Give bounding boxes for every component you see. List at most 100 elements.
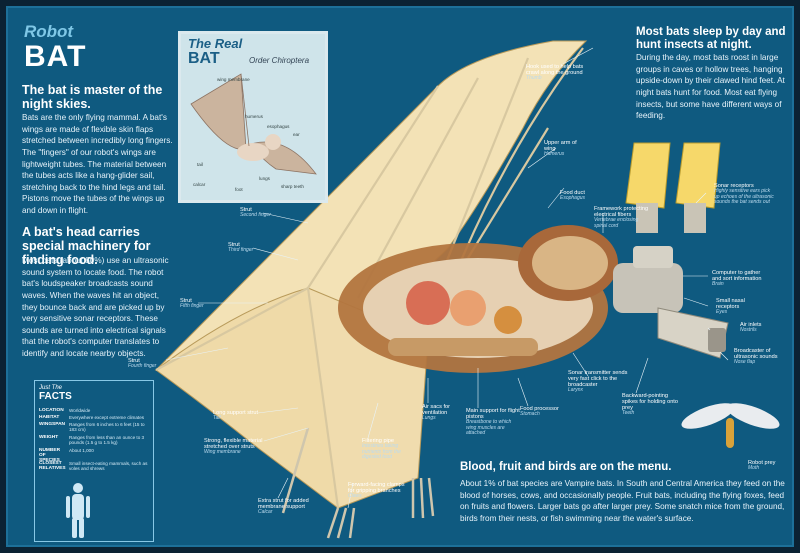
poster-panel: Robot BAT The Real BAT Order Chiroptera … — [6, 6, 794, 547]
inset-label-lungs: lungs — [259, 176, 270, 181]
label-teeth: Backward-pointing spikes for holding ont… — [622, 393, 682, 417]
inset-label-humerus: humerus — [245, 114, 263, 119]
label-claws-sub: Claws — [348, 493, 362, 500]
facts-val-weight: Ranges from less than an ounce to 3 poun… — [69, 435, 145, 446]
robot-body — [338, 225, 618, 373]
label-claws-text: Forward-facing clamps for gripping branc… — [348, 482, 405, 495]
label-fourth-finger-sub: Fourth finger — [128, 363, 157, 370]
label-tail-strut-text: Long support strut — [213, 410, 259, 416]
facts-key-species: NUMBER OF SPECIES — [39, 448, 61, 463]
label-wing-membrane-sub: Wing membrane — [204, 449, 241, 456]
inset-label-tail: tail — [197, 162, 203, 167]
label-esophagus-text: Food duct — [560, 190, 585, 196]
real-bat-inset: The Real BAT Order Chiroptera wing membr… — [178, 31, 328, 203]
label-intestines-sub: Intestines taking nutrients from the dig… — [362, 443, 401, 461]
label-esophagus-sub: Esophagus — [560, 195, 586, 202]
inset-label-calcar: calcar — [193, 182, 206, 187]
label-breastbone-text: Main support for flight pistons — [466, 408, 520, 421]
label-ears-sub: Highly sensitive ears pick up echoes of … — [714, 188, 774, 206]
label-third-finger-text: Strut — [228, 242, 240, 248]
label-humerus-sub: Humerus — [544, 151, 565, 158]
inset-label-sharp-teeth: sharp teeth — [281, 184, 304, 189]
label-fourth-finger-text: Strut — [128, 358, 140, 364]
label-teeth-sub: Teeth — [622, 410, 635, 417]
facts-val-species: About 1,000 — [69, 448, 94, 453]
right-heading: Most bats sleep by day and hunt insects … — [636, 26, 786, 51]
brand-line2: BAT — [24, 40, 87, 73]
label-vertebrae-sub: Vertebrae enclosing spinal cord — [594, 217, 639, 229]
label-calcar-sub: Calcar — [258, 509, 273, 516]
label-nose-flap-sub: Nose flap — [734, 359, 756, 366]
inset-label-foot: foot — [235, 187, 243, 192]
left-paragraph-1: Bats are the only flying mammal. A bat's… — [22, 113, 173, 216]
label-eyes-text: Small nasal receptors — [716, 298, 745, 311]
label-teeth-text: Backward-pointing spikes for holding ont… — [622, 393, 678, 412]
label-larynx-sub: Larynx — [568, 387, 584, 394]
label-thumb-text: Hook used to help bats crawl along the g… — [526, 64, 584, 77]
bottom-heading: Blood, fruit and birds are on the menu. — [460, 461, 672, 473]
label-ears-text: Sonar receptors — [714, 183, 754, 189]
left-heading-1: The bat is master of the night skies. — [22, 83, 163, 111]
facts-box: Just The FACTS LOCATION Worldwide HABITA… — [34, 380, 154, 542]
label-calcar-text: Extra strut for added membrane support — [258, 498, 309, 511]
label-stomach-sub: Stomach — [520, 411, 540, 418]
robot-bat-illustration — [66, 40, 780, 539]
facts-val-location: Worldwide — [69, 408, 91, 413]
facts-key-location: LOCATION — [39, 408, 64, 413]
facts-key-habitat: HABITAT — [39, 415, 60, 420]
label-breastbone-sub: Breastbone to which wing muscles are att… — [466, 419, 512, 437]
facts-val-habitat: Everywhere except extreme climates — [69, 415, 145, 420]
facts-key-wingspan: WINGSPAN — [39, 422, 66, 427]
left-heading-2: A bat's head carries special machinery f… — [22, 225, 151, 267]
inset-label-esophagus: esophagus — [267, 124, 290, 129]
label-brain-sub: Brain — [712, 281, 724, 288]
label-wing-membrane-text: Strong, flexible material stretched over… — [204, 438, 263, 451]
label-moth-sub: Moth — [748, 465, 760, 472]
label-tail-strut-sub: Tail — [213, 415, 221, 422]
label-eyes-sub: Eyes — [716, 309, 728, 316]
human-silhouette — [66, 483, 90, 538]
robot-legs — [281, 427, 435, 539]
brand-line1: Robot — [24, 22, 74, 41]
inset-label-wing-membrane: wing membrane — [217, 77, 250, 82]
label-stomach-text: Food processor — [520, 406, 559, 412]
label-third-finger-sub: Third finger — [228, 247, 254, 254]
label-nose-flap-text: Broadcaster of ultrasonic sounds — [734, 348, 778, 361]
facts-key-relatives: CLOSEST RELATIVES — [39, 461, 66, 471]
facts-val-relatives: Small insect-eating mammals, such as vol… — [69, 461, 148, 472]
wing-lower-shape — [155, 287, 339, 510]
label-thumb-sub: Thumb — [526, 75, 542, 82]
label-wing-membrane: Strong, flexible material stretched over… — [204, 438, 264, 456]
facts-title2: FACTS — [39, 391, 72, 402]
label-fifth-finger-text: Strut — [180, 298, 192, 304]
leader-lines — [165, 47, 729, 509]
label-thumb: Hook used to help bats crawl along the g… — [526, 64, 586, 82]
label-second-finger-sub: Second finger — [240, 212, 271, 219]
label-nostrils-sub: Nostrils — [740, 327, 757, 334]
inset-title1: The Real — [188, 36, 243, 51]
robot-moth — [681, 403, 780, 448]
real-bat-drawing — [190, 73, 317, 175]
label-brain-text: Computer to gather and sort information — [712, 270, 762, 283]
label-humerus-text: Upper arm of wing — [544, 140, 577, 153]
robot-head — [613, 142, 729, 359]
inset-label-ear: ear — [293, 132, 300, 137]
right-paragraph: During the day, most bats roost in large… — [636, 53, 785, 121]
